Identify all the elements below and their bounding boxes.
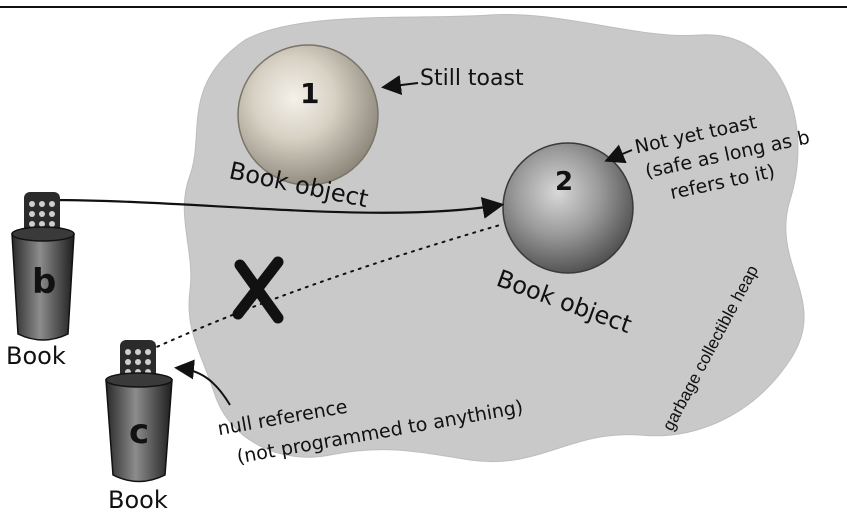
null-reference-line-c bbox=[149, 224, 501, 351]
reference-b-type: Book bbox=[6, 342, 66, 370]
remote-control-cup-icon-c bbox=[105, 340, 173, 483]
reference-c-type: Book bbox=[108, 486, 168, 514]
x-mark-icon bbox=[232, 256, 284, 324]
reference-b-name: b bbox=[32, 262, 56, 302]
object-1-annotation: Still toast bbox=[420, 66, 524, 91]
not-yet-toast-arrow bbox=[604, 144, 633, 164]
reference-c-name: c bbox=[129, 412, 149, 452]
object-2-number: 2 bbox=[555, 167, 573, 197]
object-1-number: 1 bbox=[300, 77, 319, 110]
reference-arrow-b bbox=[49, 197, 505, 219]
remote-control-cup-icon bbox=[11, 192, 75, 341]
null-reference-arrow bbox=[174, 359, 231, 406]
book-object-1: 1 bbox=[237, 44, 379, 186]
still-toast-arrow bbox=[381, 75, 419, 96]
book-object-2: 2 bbox=[502, 142, 634, 274]
